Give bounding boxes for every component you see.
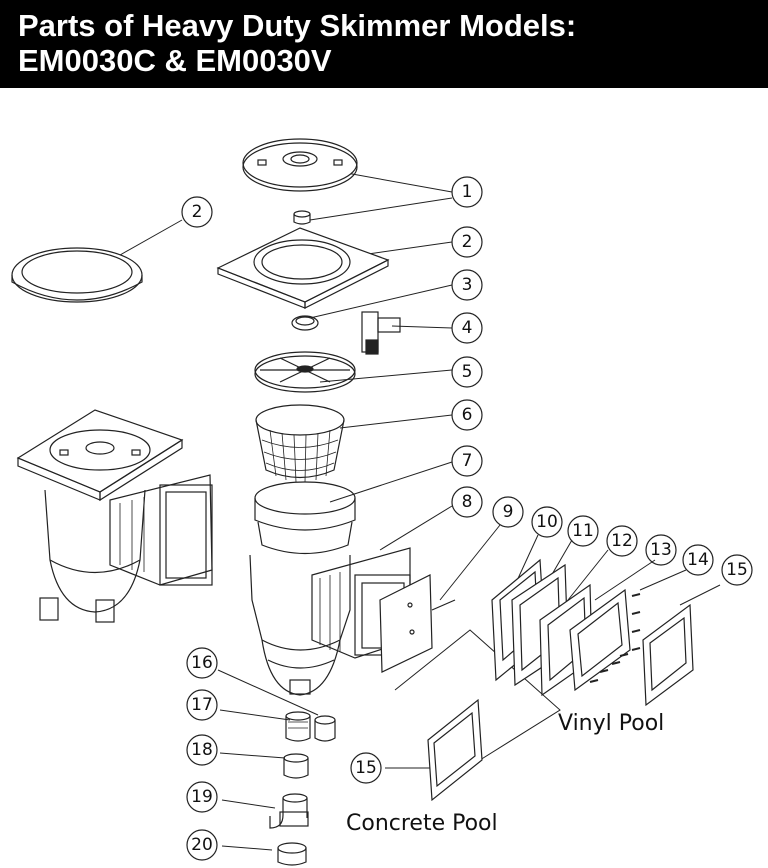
callout-circle-3 xyxy=(451,269,483,301)
title-line-1: Parts of Heavy Duty Skimmer Models: xyxy=(18,8,577,43)
callout-circle-8 xyxy=(451,486,483,518)
callout-1: 1 xyxy=(462,182,473,202)
part-basket xyxy=(255,404,345,483)
callout-circle-17 xyxy=(186,689,218,721)
callout-circle-12 xyxy=(606,525,638,557)
leader-lines xyxy=(119,169,721,851)
callout-10: 10 xyxy=(536,512,558,532)
callout-circle-1 xyxy=(451,176,483,208)
title-line-2: EM0030C & EM0030V xyxy=(18,43,332,78)
callout-circle-2b xyxy=(451,226,483,258)
callout-circle-11 xyxy=(567,515,599,547)
callout-2b: 2 xyxy=(462,232,473,252)
part-plug xyxy=(291,315,319,331)
concrete-pool-label: Concrete Pool xyxy=(346,811,498,836)
callout-circle-15a xyxy=(721,554,753,586)
callout-5: 5 xyxy=(462,362,473,382)
callout-8: 8 xyxy=(462,492,473,512)
part-lid xyxy=(242,138,358,192)
part-faceplate-gasket xyxy=(379,574,456,673)
callout-circle-20 xyxy=(186,829,218,861)
callout-circle-13 xyxy=(645,534,677,566)
callout-18: 18 xyxy=(191,740,213,760)
callout-9: 9 xyxy=(503,502,514,522)
part-deck-collar xyxy=(216,227,390,309)
part-elbow-fitting xyxy=(361,311,401,355)
part-elbow-19 xyxy=(269,793,309,829)
callout-circle-19 xyxy=(186,781,218,813)
part-adapter-18 xyxy=(283,753,309,779)
callout-15a: 15 xyxy=(726,560,748,580)
title-banner: Parts of Heavy Duty Skimmer Models: EM00… xyxy=(0,0,768,88)
callout-19: 19 xyxy=(191,787,213,807)
part-float-ring xyxy=(254,481,356,555)
part-lid-knob xyxy=(293,210,311,225)
callout-7: 7 xyxy=(462,451,473,471)
callout-17: 17 xyxy=(191,695,213,715)
callout-15b: 15 xyxy=(355,758,377,778)
callout-20: 20 xyxy=(191,835,213,855)
part-frame-vinyl-15 xyxy=(642,603,694,707)
part-cap-20 xyxy=(277,842,307,866)
callout-4: 4 xyxy=(462,318,473,338)
callout-3: 3 xyxy=(462,275,473,295)
callout-14: 14 xyxy=(687,550,709,570)
part-frame-concrete-15 xyxy=(427,698,483,802)
callout-circle-18 xyxy=(186,734,218,766)
callout-12: 12 xyxy=(611,531,633,551)
part-collar-ring xyxy=(11,247,143,303)
callout-circle-7 xyxy=(451,445,483,477)
callout-circle-14 xyxy=(682,544,714,576)
part-vinyl-faceplate-13 xyxy=(569,588,631,692)
callout-circle-5 xyxy=(451,356,483,388)
callout-16: 16 xyxy=(191,653,213,673)
vinyl-pool-label: Vinyl Pool xyxy=(558,711,664,736)
part-adapter-16 xyxy=(314,715,336,742)
callout-circle-4 xyxy=(451,312,483,344)
callout-circles xyxy=(181,176,753,861)
part-screws-14 xyxy=(589,593,641,683)
callout-6: 6 xyxy=(462,405,473,425)
part-adapter-17 xyxy=(285,711,311,742)
callout-circle-16 xyxy=(186,647,218,679)
callout-11: 11 xyxy=(572,521,594,541)
callout-circle-6 xyxy=(451,399,483,431)
callout-circle-2a xyxy=(181,196,213,228)
callout-13: 13 xyxy=(650,540,672,560)
assembled-skimmer xyxy=(16,409,213,623)
callout-circle-15b xyxy=(350,752,382,784)
callout-2a: 2 xyxy=(192,202,203,222)
callout-circle-10 xyxy=(531,506,563,538)
part-basket-lid xyxy=(254,351,356,393)
callout-circle-9 xyxy=(492,496,524,528)
